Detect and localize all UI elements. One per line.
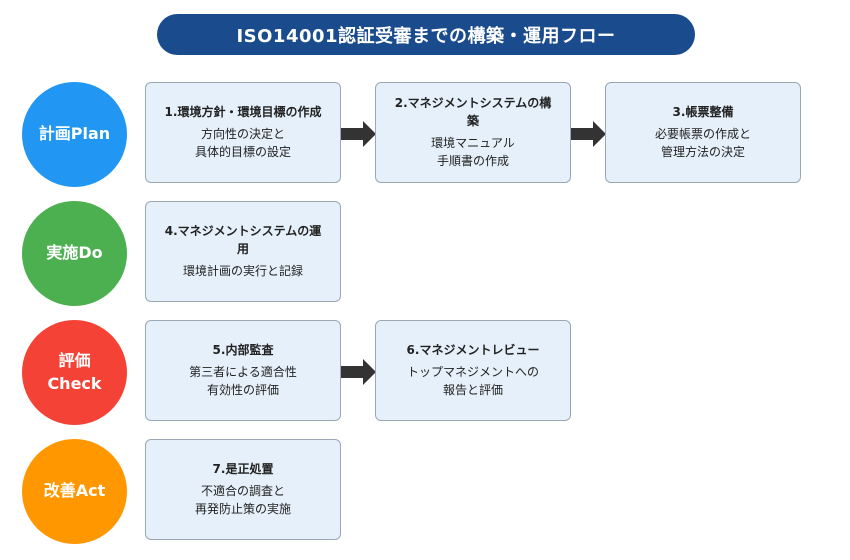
step-box-2: 2.マネジメントシステムの構築 環境マニュアル 手順書の作成 bbox=[375, 82, 571, 183]
step-box-5: 5.内部監査 第三者による適合性 有効性の評価 bbox=[145, 320, 341, 421]
step-description: 不適合の調査と 再発防止策の実施 bbox=[194, 484, 291, 517]
flow-arrow-icon bbox=[341, 359, 376, 385]
phase-plan-circle: 計画Plan bbox=[22, 82, 127, 187]
step-box-3: 3.帳票整備 必要帳票の作成と 管理方法の決定 bbox=[605, 82, 801, 183]
step-description: 必要帳票の作成と 管理方法の決定 bbox=[654, 127, 751, 160]
phase-do-circle: 実施Do bbox=[22, 201, 127, 306]
step-description: 環境マニュアル 手順書の作成 bbox=[431, 135, 515, 168]
flow-arrow-icon bbox=[341, 121, 376, 147]
step-title: 7.是正処置 bbox=[212, 461, 274, 476]
step-description: 第三者による適合性 有効性の評価 bbox=[189, 365, 297, 398]
step-title: 6.マネジメントレビュー bbox=[406, 342, 540, 357]
step-description: トップマネジメントへの 報告と評価 bbox=[406, 365, 539, 398]
step-box-4: 4.マネジメントシステムの運用 環境計画の実行と記録 bbox=[145, 201, 341, 302]
step-box-6: 6.マネジメントレビュー トップマネジメントへの 報告と評価 bbox=[375, 320, 571, 421]
step-title: 4.マネジメントシステムの運用 bbox=[164, 224, 322, 256]
step-title: 3.帳票整備 bbox=[672, 104, 734, 119]
step-description: 環境計画の実行と記録 bbox=[182, 263, 303, 278]
phase-act-circle: 改善Act bbox=[22, 439, 127, 544]
phase-check-circle: 評価 Check bbox=[22, 320, 127, 425]
step-description: 方向性の決定と 具体的目標の設定 bbox=[194, 127, 291, 160]
diagram-title: ISO14001認証受審までの構築・運用フロー bbox=[157, 14, 695, 55]
step-title: 1.環境方針・環境目標の作成 bbox=[164, 104, 322, 119]
flow-arrow-icon bbox=[571, 121, 606, 147]
step-title: 2.マネジメントシステムの構築 bbox=[394, 96, 552, 128]
step-title: 5.内部監査 bbox=[212, 342, 274, 357]
step-box-1: 1.環境方針・環境目標の作成 方向性の決定と 具体的目標の設定 bbox=[145, 82, 341, 183]
step-box-7: 7.是正処置 不適合の調査と 再発防止策の実施 bbox=[145, 439, 341, 540]
